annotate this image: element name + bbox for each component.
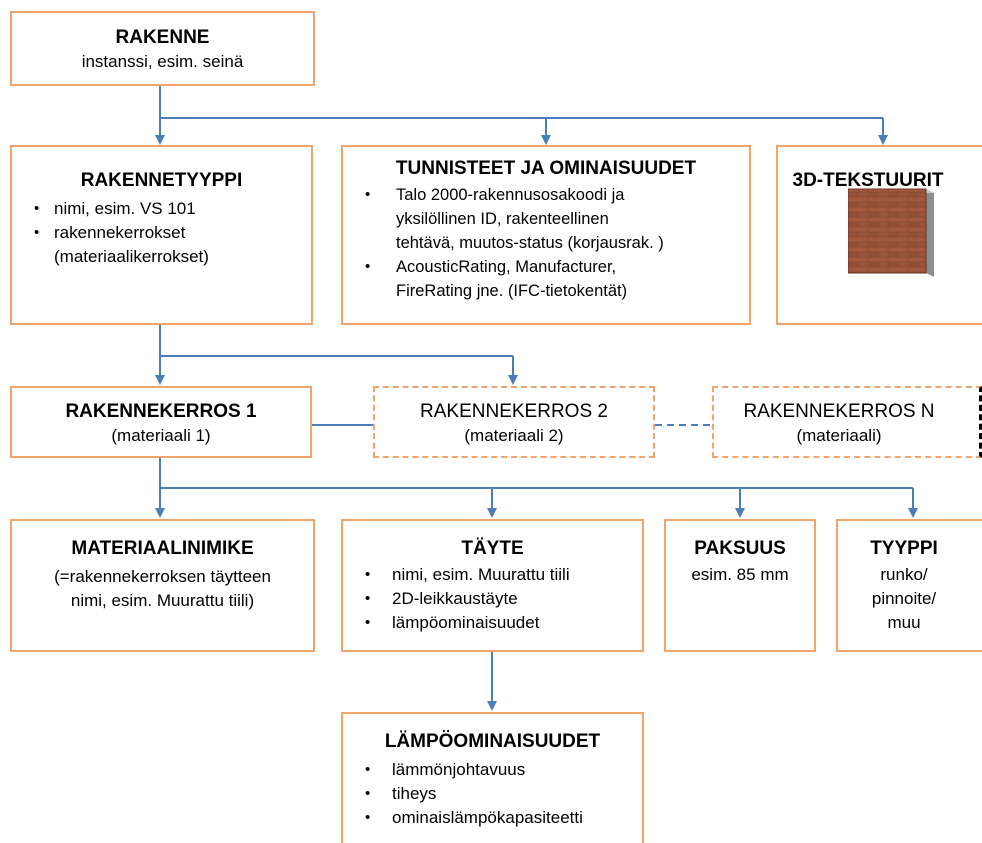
materiaalinimike-line: (=rakennekerroksen täytteen <box>54 567 271 586</box>
brick-wall-texture-image <box>848 188 934 277</box>
lampoominaisuudet-list: lämmönjohtavuus tiheys ominaislämpökapas… <box>343 758 642 830</box>
rakennekerros-n-subtitle: (materiaali) <box>796 426 882 445</box>
rakennetyyppi-item-line: (materiaalikerrokset) <box>54 247 209 266</box>
tayte-item: 2D-leikkaustäyte <box>343 587 642 611</box>
tayte-item: lämpöominaisuudet <box>343 611 642 635</box>
rakennekerros-n-box: RAKENNEKERROS N (materiaali) <box>712 386 982 458</box>
tayte-box: TÄYTE nimi, esim. Muurattu tiili 2D-leik… <box>341 519 644 652</box>
tyyppi-line: pinnoite/ <box>871 589 937 608</box>
tayte-item: nimi, esim. Muurattu tiili <box>343 563 642 587</box>
lampoominaisuudet-item: lämmönjohtavuus <box>343 758 642 782</box>
tyyppi-line: muu <box>887 613 921 632</box>
rakennekerros-n-title: RAKENNEKERROS N <box>743 401 935 422</box>
lampoominaisuudet-item: tiheys <box>343 782 642 806</box>
tunnisteet-item-line: FireRating jne. (IFC-tietokentät) <box>396 282 628 300</box>
tunnisteet-item-line: tehtävä, muutos-status (korjausrak. ) <box>396 234 664 252</box>
tayte-list: nimi, esim. Muurattu tiili 2D-leikkaustä… <box>343 563 642 635</box>
lampoominaisuudet-title: LÄMPÖOMINAISUUDET <box>384 731 601 752</box>
rakennekerros-1-subtitle: (materiaali 1) <box>111 426 211 445</box>
rakenne-title: RAKENNE <box>115 27 210 48</box>
tyyppi-line: runko/ <box>880 565 928 584</box>
paksuus-box: PAKSUUS esim. 85 mm <box>664 519 816 652</box>
rakennetyyppi-item: rakennekerrokset (materiaalikerrokset) <box>12 221 311 269</box>
rakennekerros-2-title: RAKENNEKERROS 2 <box>420 401 608 422</box>
tunnisteet-item: AcousticRating, Manufacturer, FireRating… <box>343 255 749 303</box>
paksuus-subtitle: esim. 85 mm <box>691 565 789 584</box>
tunnisteet-list: Talo 2000-rakennusosakoodi ja yksilöllin… <box>343 183 749 303</box>
rakennekerros-2-subtitle: (materiaali 2) <box>464 426 564 445</box>
tunnisteet-item-line: Talo 2000-rakennusosakoodi ja <box>396 186 625 204</box>
tyyppi-title: TYYPPI <box>870 538 938 559</box>
materiaalinimike-box: MATERIAALINIMIKE (=rakennekerroksen täyt… <box>10 519 315 652</box>
rakennetyyppi-list: nimi, esim. VS 101 rakennekerrokset (mat… <box>12 197 311 269</box>
rakenne-box: RAKENNE instanssi, esim. seinä <box>10 11 315 86</box>
rakennetyyppi-item-line: rakennekerrokset <box>54 223 186 242</box>
tyyppi-box: TYYPPI runko/ pinnoite/ muu <box>836 519 982 652</box>
tunnisteet-item-line: AcousticRating, Manufacturer, <box>396 258 617 276</box>
lampoominaisuudet-item: ominaislämpökapasiteetti <box>343 806 642 830</box>
rakennetyyppi-box: RAKENNETYYPPI nimi, esim. VS 101 rakenne… <box>10 145 313 325</box>
rakennetyyppi-item-line: nimi, esim. VS 101 <box>54 199 196 218</box>
materiaalinimike-title: MATERIAALINIMIKE <box>71 538 254 559</box>
lampoominaisuudet-box: LÄMPÖOMINAISUUDET lämmönjohtavuus tiheys… <box>341 712 644 843</box>
tunnisteet-title: TUNNISTEET JA OMINAISUUDET <box>395 158 697 179</box>
tekstuurit-title: 3D-TEKSTUURIT <box>792 170 944 191</box>
tayte-title: TÄYTE <box>461 538 524 559</box>
rakennetyyppi-item: nimi, esim. VS 101 <box>12 197 311 221</box>
tunnisteet-item-line: yksilöllinen ID, rakenteellinen <box>396 210 609 228</box>
rakenne-subtitle: instanssi, esim. seinä <box>81 52 244 71</box>
rakennekerros-1-title: RAKENNEKERROS 1 <box>65 401 257 422</box>
tunnisteet-box: TUNNISTEET JA OMINAISUUDET Talo 2000-rak… <box>341 145 751 325</box>
rakennetyyppi-title: RAKENNETYYPPI <box>80 170 243 191</box>
materiaalinimike-line: nimi, esim. Muurattu tiili) <box>70 591 255 610</box>
tunnisteet-item: Talo 2000-rakennusosakoodi ja yksilöllin… <box>343 183 749 255</box>
rakennekerros-2-box: RAKENNEKERROS 2 (materiaali 2) <box>373 386 655 458</box>
paksuus-title: PAKSUUS <box>694 538 786 559</box>
tekstuurit-box: 3D-TEKSTUURIT <box>776 145 982 325</box>
rakennekerros-1-box: RAKENNEKERROS 1 (materiaali 1) <box>10 386 312 458</box>
